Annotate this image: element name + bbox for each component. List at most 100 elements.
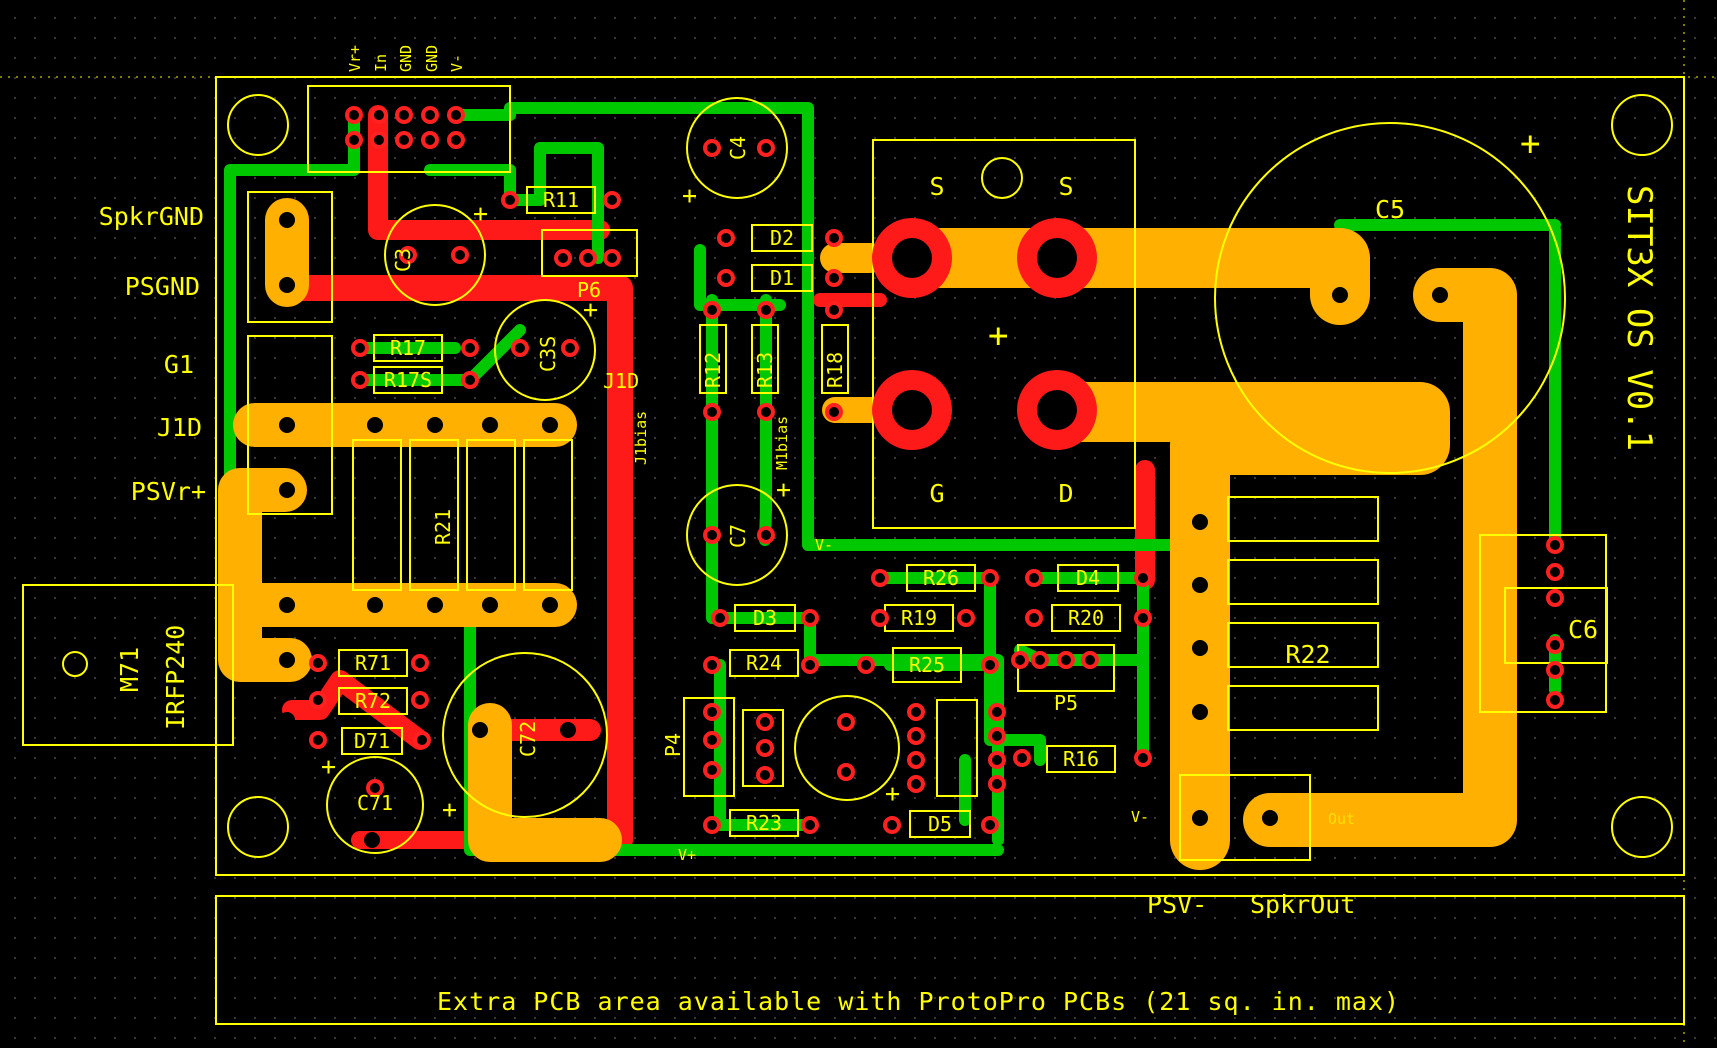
mount-hole-br xyxy=(1611,796,1673,858)
pad xyxy=(801,609,819,627)
pad xyxy=(309,691,327,709)
mid-pad xyxy=(279,652,295,668)
ref-r16: R16 xyxy=(1063,747,1099,771)
c7-outline xyxy=(686,484,788,586)
ref-r17s: R17S xyxy=(384,368,432,392)
pad xyxy=(511,339,529,357)
pad xyxy=(957,609,975,627)
transistor-s1: S xyxy=(929,172,944,201)
terminal-g1 xyxy=(247,335,333,515)
pad xyxy=(825,301,843,319)
mid-pad xyxy=(1192,577,1208,593)
r26-body xyxy=(906,564,976,592)
ref-c5: C5 xyxy=(1375,195,1405,224)
pad xyxy=(451,246,469,264)
mount-hole-tl xyxy=(227,94,289,156)
r72-body xyxy=(338,687,408,715)
pad xyxy=(871,569,889,587)
c4-outline xyxy=(686,97,788,199)
r20-body xyxy=(1051,604,1121,632)
pad xyxy=(1081,651,1099,669)
pad xyxy=(421,106,439,124)
label-psgnd: PSGND xyxy=(125,272,200,301)
pad xyxy=(837,713,855,731)
pad xyxy=(756,713,774,731)
pad xyxy=(309,731,327,749)
mid-pad xyxy=(542,417,558,433)
trim-outline xyxy=(794,695,900,801)
ref-c4: C4 xyxy=(726,136,750,160)
ref-r23: R23 xyxy=(746,811,782,835)
footer-note: Extra PCB area available with ProtoPro P… xyxy=(437,987,1400,1016)
mid-pad xyxy=(279,212,295,228)
ref-d1: D1 xyxy=(770,266,794,290)
trim-pot-outline xyxy=(742,709,784,787)
mount-hole-bl xyxy=(227,796,289,858)
pad xyxy=(703,703,721,721)
pad xyxy=(399,246,417,264)
c3-outline xyxy=(384,204,486,306)
pad xyxy=(988,703,1006,721)
header-pin-label: GND xyxy=(397,45,415,72)
net-out: Out xyxy=(1328,810,1355,828)
c5-outline xyxy=(1214,122,1566,474)
ref-c72: C72 xyxy=(516,721,540,757)
ref-c3s: C3S xyxy=(536,336,560,372)
ref-r19: R19 xyxy=(901,606,937,630)
pad xyxy=(711,609,729,627)
mid-pad xyxy=(279,417,295,433)
label-j1d: J1D xyxy=(157,413,202,442)
pad xyxy=(871,609,889,627)
mid-pad xyxy=(279,482,295,498)
ref-d71: D71 xyxy=(354,729,390,753)
polarity-plus: + xyxy=(988,316,1008,356)
pad xyxy=(757,301,775,319)
pad xyxy=(370,106,388,124)
ref-r24: R24 xyxy=(746,651,782,675)
label-psv-minus: PSV- xyxy=(1147,890,1207,919)
d5-body xyxy=(909,810,971,838)
pad xyxy=(703,761,721,779)
net-v-minus: V- xyxy=(815,536,833,554)
pad xyxy=(756,739,774,757)
pad xyxy=(1025,609,1043,627)
pad xyxy=(1031,651,1049,669)
mosfet-part: IRFP240 xyxy=(161,625,190,730)
pad xyxy=(447,131,465,149)
label-g1: G1 xyxy=(164,350,194,379)
pad xyxy=(757,526,775,544)
pad xyxy=(1546,661,1564,679)
r21-body-1 xyxy=(352,439,402,591)
pad xyxy=(825,269,843,287)
ref-p5: P5 xyxy=(1054,691,1078,715)
board-title: SIT3X OS V0.1 xyxy=(1619,185,1659,451)
ref-c3: C3 xyxy=(391,248,415,272)
pad xyxy=(461,371,479,389)
mid-pad xyxy=(279,597,295,613)
r22-body-4 xyxy=(1227,685,1379,731)
mid-pad xyxy=(279,352,295,368)
pad xyxy=(1546,589,1564,607)
ref-r17: R17 xyxy=(390,336,426,360)
mosfet-tab-hole xyxy=(62,651,88,677)
ref-d3: D3 xyxy=(753,606,777,630)
ref-c7: C7 xyxy=(726,524,750,548)
pad xyxy=(351,339,369,357)
pad xyxy=(907,775,925,793)
pad xyxy=(501,191,519,209)
mid-pad xyxy=(1432,287,1448,303)
pad xyxy=(988,727,1006,745)
transistor-hole-top xyxy=(981,157,1023,199)
pad xyxy=(703,816,721,834)
net-v-plus: V+ xyxy=(678,846,696,864)
pad xyxy=(421,131,439,149)
pad xyxy=(801,816,819,834)
polarity-plus: + xyxy=(682,181,697,210)
mid-pad xyxy=(1192,640,1208,656)
pad xyxy=(345,106,363,124)
ref-d2: D2 xyxy=(770,226,794,250)
ref-r21: R21 xyxy=(431,509,455,545)
ref-r26: R26 xyxy=(923,566,959,590)
ref-r13: R13 xyxy=(753,352,777,388)
pad xyxy=(603,249,621,267)
